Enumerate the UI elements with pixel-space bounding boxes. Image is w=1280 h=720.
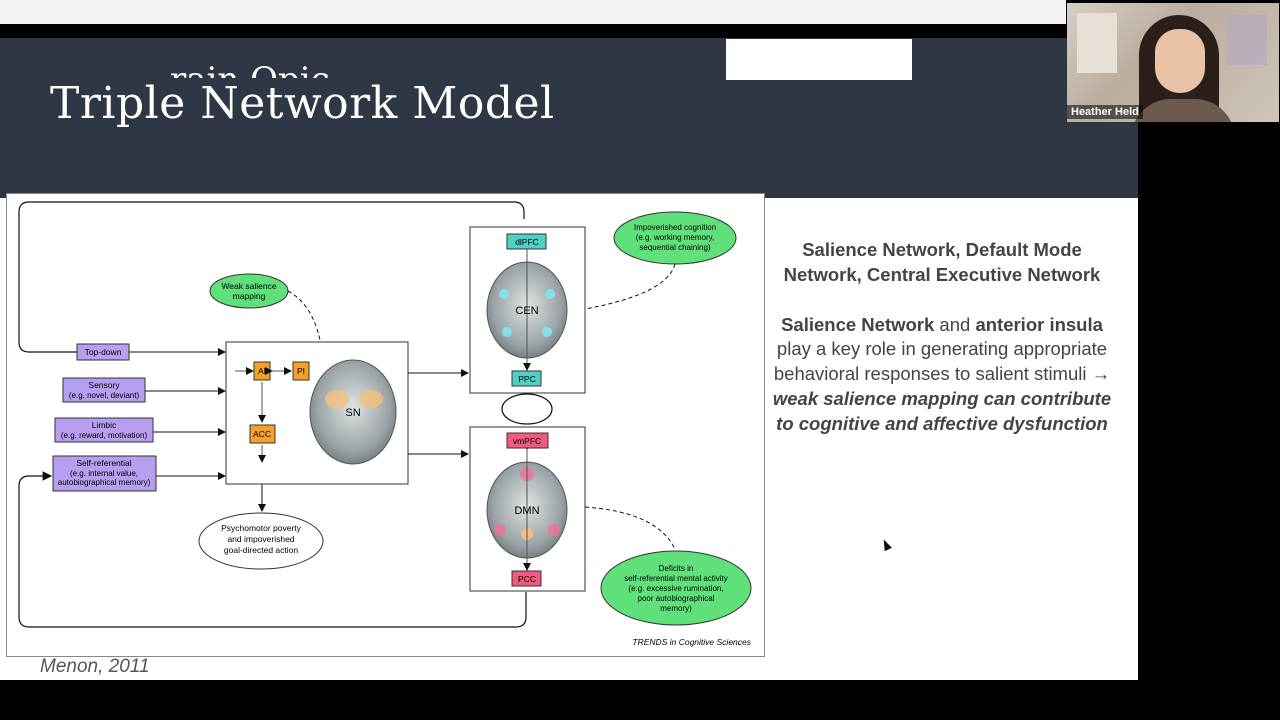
label-self-referential-sub2: autobiographical memory) (58, 478, 151, 487)
slide-title: Triple Network Model (50, 78, 555, 129)
salience-network-box: SN AI PI ACC (225, 341, 409, 485)
text-body: Salience Network and anterior insula pla… (772, 313, 1112, 437)
text-emphasis: weak salience mapping can contribute to … (772, 387, 1112, 434)
bottom-loop-line (18, 471, 527, 628)
node-dlpfc: dlPFC (515, 237, 539, 247)
node-ai: AI (258, 366, 266, 376)
input-limbic: Limbic (e.g. reward, motivation) (54, 417, 226, 443)
text-bold-salience: Salience Network (781, 313, 935, 335)
default-mode-network-box: vmPFC DMN PCC (469, 426, 586, 592)
cen-label: CEN (515, 305, 538, 317)
psychomotor-line2: and impoverished (227, 534, 294, 544)
input-top-down: Top-down (76, 343, 226, 361)
impoverished-line2: (e.g. working memory, (636, 233, 715, 242)
deficits-callout: Deficits in self-referential mental acti… (584, 506, 752, 626)
deficits-line2: self-referential mental activity (624, 574, 728, 583)
label-limbic: Limbic (92, 420, 117, 430)
node-acc: ACC (253, 429, 271, 439)
sn-label: SN (345, 407, 360, 419)
participant-shoulders (1131, 99, 1235, 122)
label-limbic-sub: (e.g. reward, motivation) (61, 431, 148, 440)
label-self-referential: Self-referential (76, 458, 131, 468)
triple-network-figure: Top-down Sensory (e.g. novel, deviant) L… (6, 193, 765, 657)
webcam-background-frame-2 (1227, 15, 1267, 65)
ghost-title: rain Opic (170, 58, 330, 78)
psychomotor-line3: goal-directed action (224, 545, 298, 555)
deficits-line3: (e.g. excessive rumination, (628, 584, 723, 593)
psychomotor-line1: Psychomotor poverty (221, 523, 302, 533)
node-vmpfc: vmPFC (513, 436, 541, 446)
text-panel: Salience Network, Default Mode Network, … (772, 238, 1112, 462)
node-pcc: PCC (518, 574, 536, 584)
text-bold-insula: anterior insula (975, 313, 1103, 335)
label-sensory: Sensory (88, 380, 120, 390)
cen-dmn-loop (501, 393, 553, 425)
webcam-tile[interactable]: Heather Held (1067, 3, 1279, 122)
webcam-background-frame (1077, 13, 1117, 73)
topdown-loop-line (18, 201, 525, 353)
label-sensory-sub: (e.g. novel, deviant) (69, 391, 140, 400)
browser-top-bar (0, 0, 1066, 24)
input-self-referential: Self-referential (e.g. internal value, a… (52, 455, 226, 492)
text-heading: Salience Network, Default Mode Network, … (783, 239, 1101, 285)
impoverished-cognition-callout: Impoverished cognition (e.g. working mem… (584, 211, 737, 310)
text-and: and (934, 313, 976, 335)
impoverished-line1: Impoverished cognition (634, 223, 716, 232)
deficits-line4: poor autobiographical (638, 594, 715, 603)
participant-face (1155, 29, 1205, 93)
label-self-referential-sub1: (e.g. internal value, (70, 469, 138, 478)
deficits-line5: memory) (660, 604, 692, 613)
label-top-down: Top-down (85, 347, 122, 357)
slide-header: rain Opic Triple Network Model (0, 38, 1138, 198)
weak-salience-callout: Weak salience mapping (209, 273, 321, 341)
network-diagram: Top-down Sensory (e.g. novel, deviant) L… (18, 201, 752, 647)
text-body-middle: play a key role in generating appropriat… (773, 338, 1111, 385)
node-ppc: PPC (518, 374, 535, 384)
figure-credit: TRENDS in Cognitive Sciences (632, 637, 751, 647)
psychomotor-callout: Psychomotor poverty and impoverished goa… (198, 512, 324, 570)
central-executive-network-box: dlPFC CEN PPC (469, 226, 586, 394)
weak-salience-line1: Weak salience (221, 281, 276, 291)
weak-salience-line2: mapping (233, 291, 266, 301)
slide: rain Opic Triple Network Model (0, 38, 1138, 680)
citation: Menon, 2011 (40, 656, 150, 677)
input-sensory: Sensory (e.g. novel, deviant) (62, 377, 226, 403)
participant-name: Heather Held (1067, 105, 1143, 119)
node-pi: PI (297, 366, 305, 376)
deficits-line1: Deficits in (659, 564, 694, 573)
dmn-label: DMN (514, 505, 539, 517)
blank-box (726, 39, 912, 80)
impoverished-line3: sequential chaining) (639, 243, 710, 252)
